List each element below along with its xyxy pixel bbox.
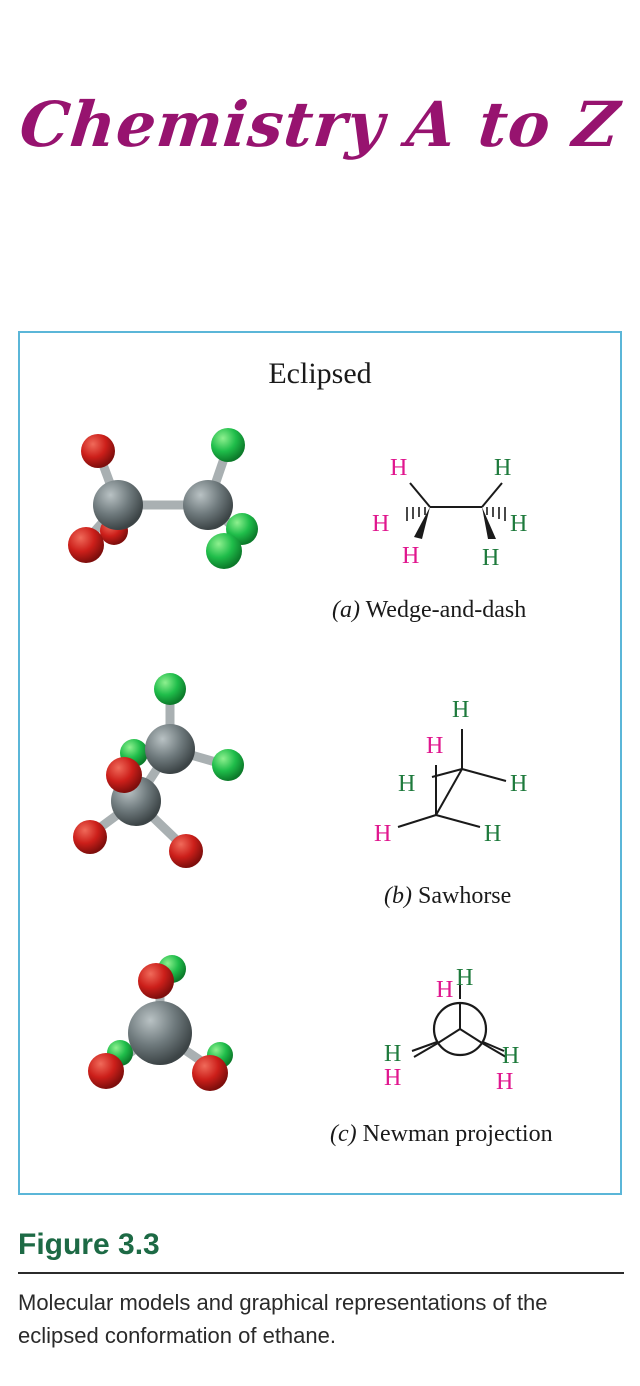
- panel-c-caption: (c) Newman projection: [330, 1121, 553, 1148]
- atom-red: [81, 434, 115, 468]
- wedge-bond: [482, 507, 496, 539]
- atom-green: [206, 533, 242, 569]
- panel-a-label: Wedge-and-dash: [365, 597, 527, 623]
- h-atom: H: [494, 455, 511, 481]
- h-atom: H: [384, 1041, 401, 1067]
- atom-carbon: [145, 724, 195, 774]
- atom-green: [212, 749, 244, 781]
- panel-b-caption: (b) Sawhorse: [384, 883, 511, 910]
- panel-a-caption: (a) Wedge-and-dash: [332, 597, 526, 624]
- panel-b-label: Sawhorse: [417, 883, 512, 909]
- h-atom: H: [372, 511, 389, 537]
- ball-model-b: [73, 673, 244, 868]
- atom-carbon: [183, 480, 233, 530]
- sawhorse-structure: H H H H H H: [374, 697, 527, 847]
- h-atom: H: [510, 771, 527, 797]
- brand-title: Chemistry A to Z: [16, 88, 624, 161]
- figure-caption: Molecular models and graphical represent…: [18, 1290, 548, 1348]
- h-atom: H: [456, 965, 473, 991]
- h-atom: H: [384, 1065, 401, 1091]
- atom-red: [169, 834, 203, 868]
- h-atom: H: [436, 977, 453, 1003]
- atom-carbon: [128, 1001, 192, 1065]
- atom-green: [154, 673, 186, 705]
- h-atom: H: [510, 511, 527, 537]
- h-atom: H: [398, 771, 415, 797]
- atom-red: [73, 820, 107, 854]
- panel-b-letter: (b): [384, 883, 412, 909]
- newman-structure: H H H H H H: [384, 965, 519, 1095]
- atom-red: [106, 757, 142, 793]
- h-atom: H: [390, 455, 407, 481]
- dash-bond: [486, 507, 506, 521]
- h-atom: H: [452, 697, 469, 723]
- h-atom: H: [502, 1043, 519, 1069]
- panel-a-letter: (a): [332, 597, 360, 623]
- figure-drawings: H H H H H H: [68, 428, 527, 1095]
- figure-frame: Eclipsed (a) Wedge-and-dash (b) Sawhorse…: [18, 331, 622, 1195]
- wedge-bond: [414, 507, 430, 539]
- figure-number: Figure 3.3: [18, 1228, 160, 1261]
- h-atom: H: [484, 821, 501, 847]
- h-atom: H: [482, 545, 499, 571]
- caption-divider: [18, 1272, 624, 1274]
- atom-red: [68, 527, 104, 563]
- panel-c-label: Newman projection: [362, 1121, 553, 1147]
- panel-c-letter: (c): [330, 1121, 357, 1147]
- atom-red: [88, 1053, 124, 1089]
- ball-model-c: [88, 955, 233, 1091]
- figure-heading: Eclipsed: [268, 357, 372, 390]
- h-atom: H: [402, 543, 419, 569]
- atom-green: [211, 428, 245, 462]
- dash-bond: [406, 507, 426, 521]
- h-atom: H: [374, 821, 391, 847]
- wedge-dash-structure: H H H H H H: [372, 455, 527, 571]
- ball-model-a: [68, 428, 258, 569]
- atom-red: [138, 963, 174, 999]
- h-atom: H: [426, 733, 443, 759]
- atom-carbon: [93, 480, 143, 530]
- h-atom: H: [496, 1069, 513, 1095]
- atom-red: [192, 1055, 228, 1091]
